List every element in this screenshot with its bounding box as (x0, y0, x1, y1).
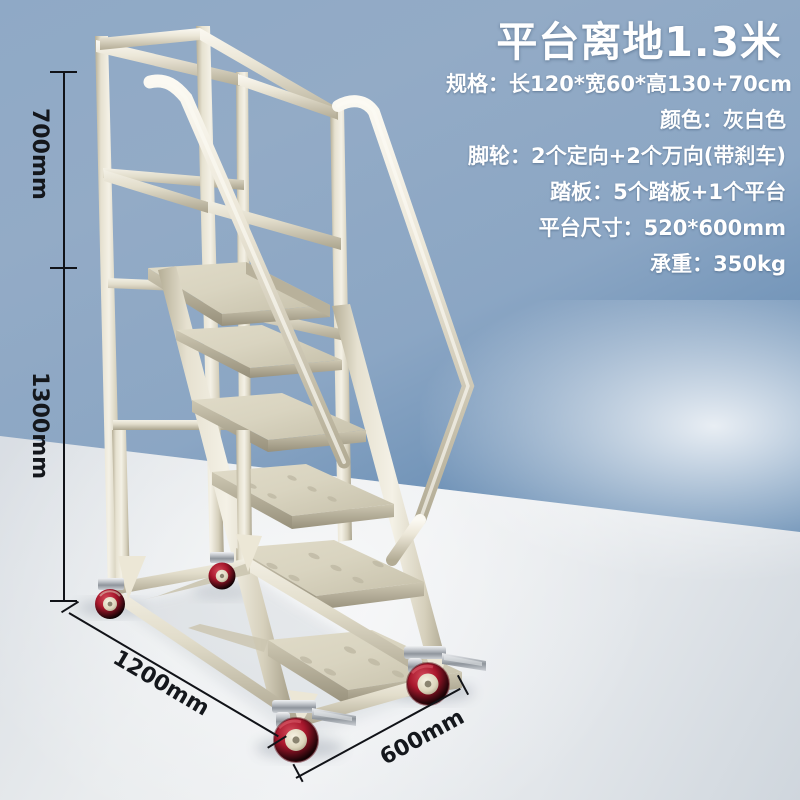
page-title: 平台离地1.3米 (496, 18, 782, 66)
spec-item-steps: 踏板：5个踏板+1个平台 (550, 180, 786, 204)
vertical-dimension-line (63, 72, 65, 602)
spec-item-capacity: 承重：350kg (650, 252, 786, 276)
spec-item-size: 规格：长120*宽60*高130+70cm (446, 72, 793, 96)
dimension-label-guardrail-height: 700mm (27, 108, 52, 200)
step-2 (192, 393, 366, 452)
dimension-tick-top (50, 71, 77, 73)
spec-list: 规格：长120*宽60*高130+70cm 颜色：灰白色 脚轮：2个定向+2个万… (446, 66, 793, 282)
work-platform (148, 262, 330, 326)
spec-item-casters: 脚轮：2个定向+2个万向(带刹车) (467, 144, 786, 168)
spec-item-color: 颜色：灰白色 (660, 108, 786, 132)
step-1 (176, 325, 342, 378)
dimension-tick-bottom (50, 600, 77, 602)
top-cross-members (100, 28, 336, 213)
spec-item-platform: 平台尺寸：520*600mm (538, 216, 786, 240)
dimension-label-platform-height: 1300mm (27, 372, 52, 480)
dimension-tick-middle (50, 267, 77, 269)
